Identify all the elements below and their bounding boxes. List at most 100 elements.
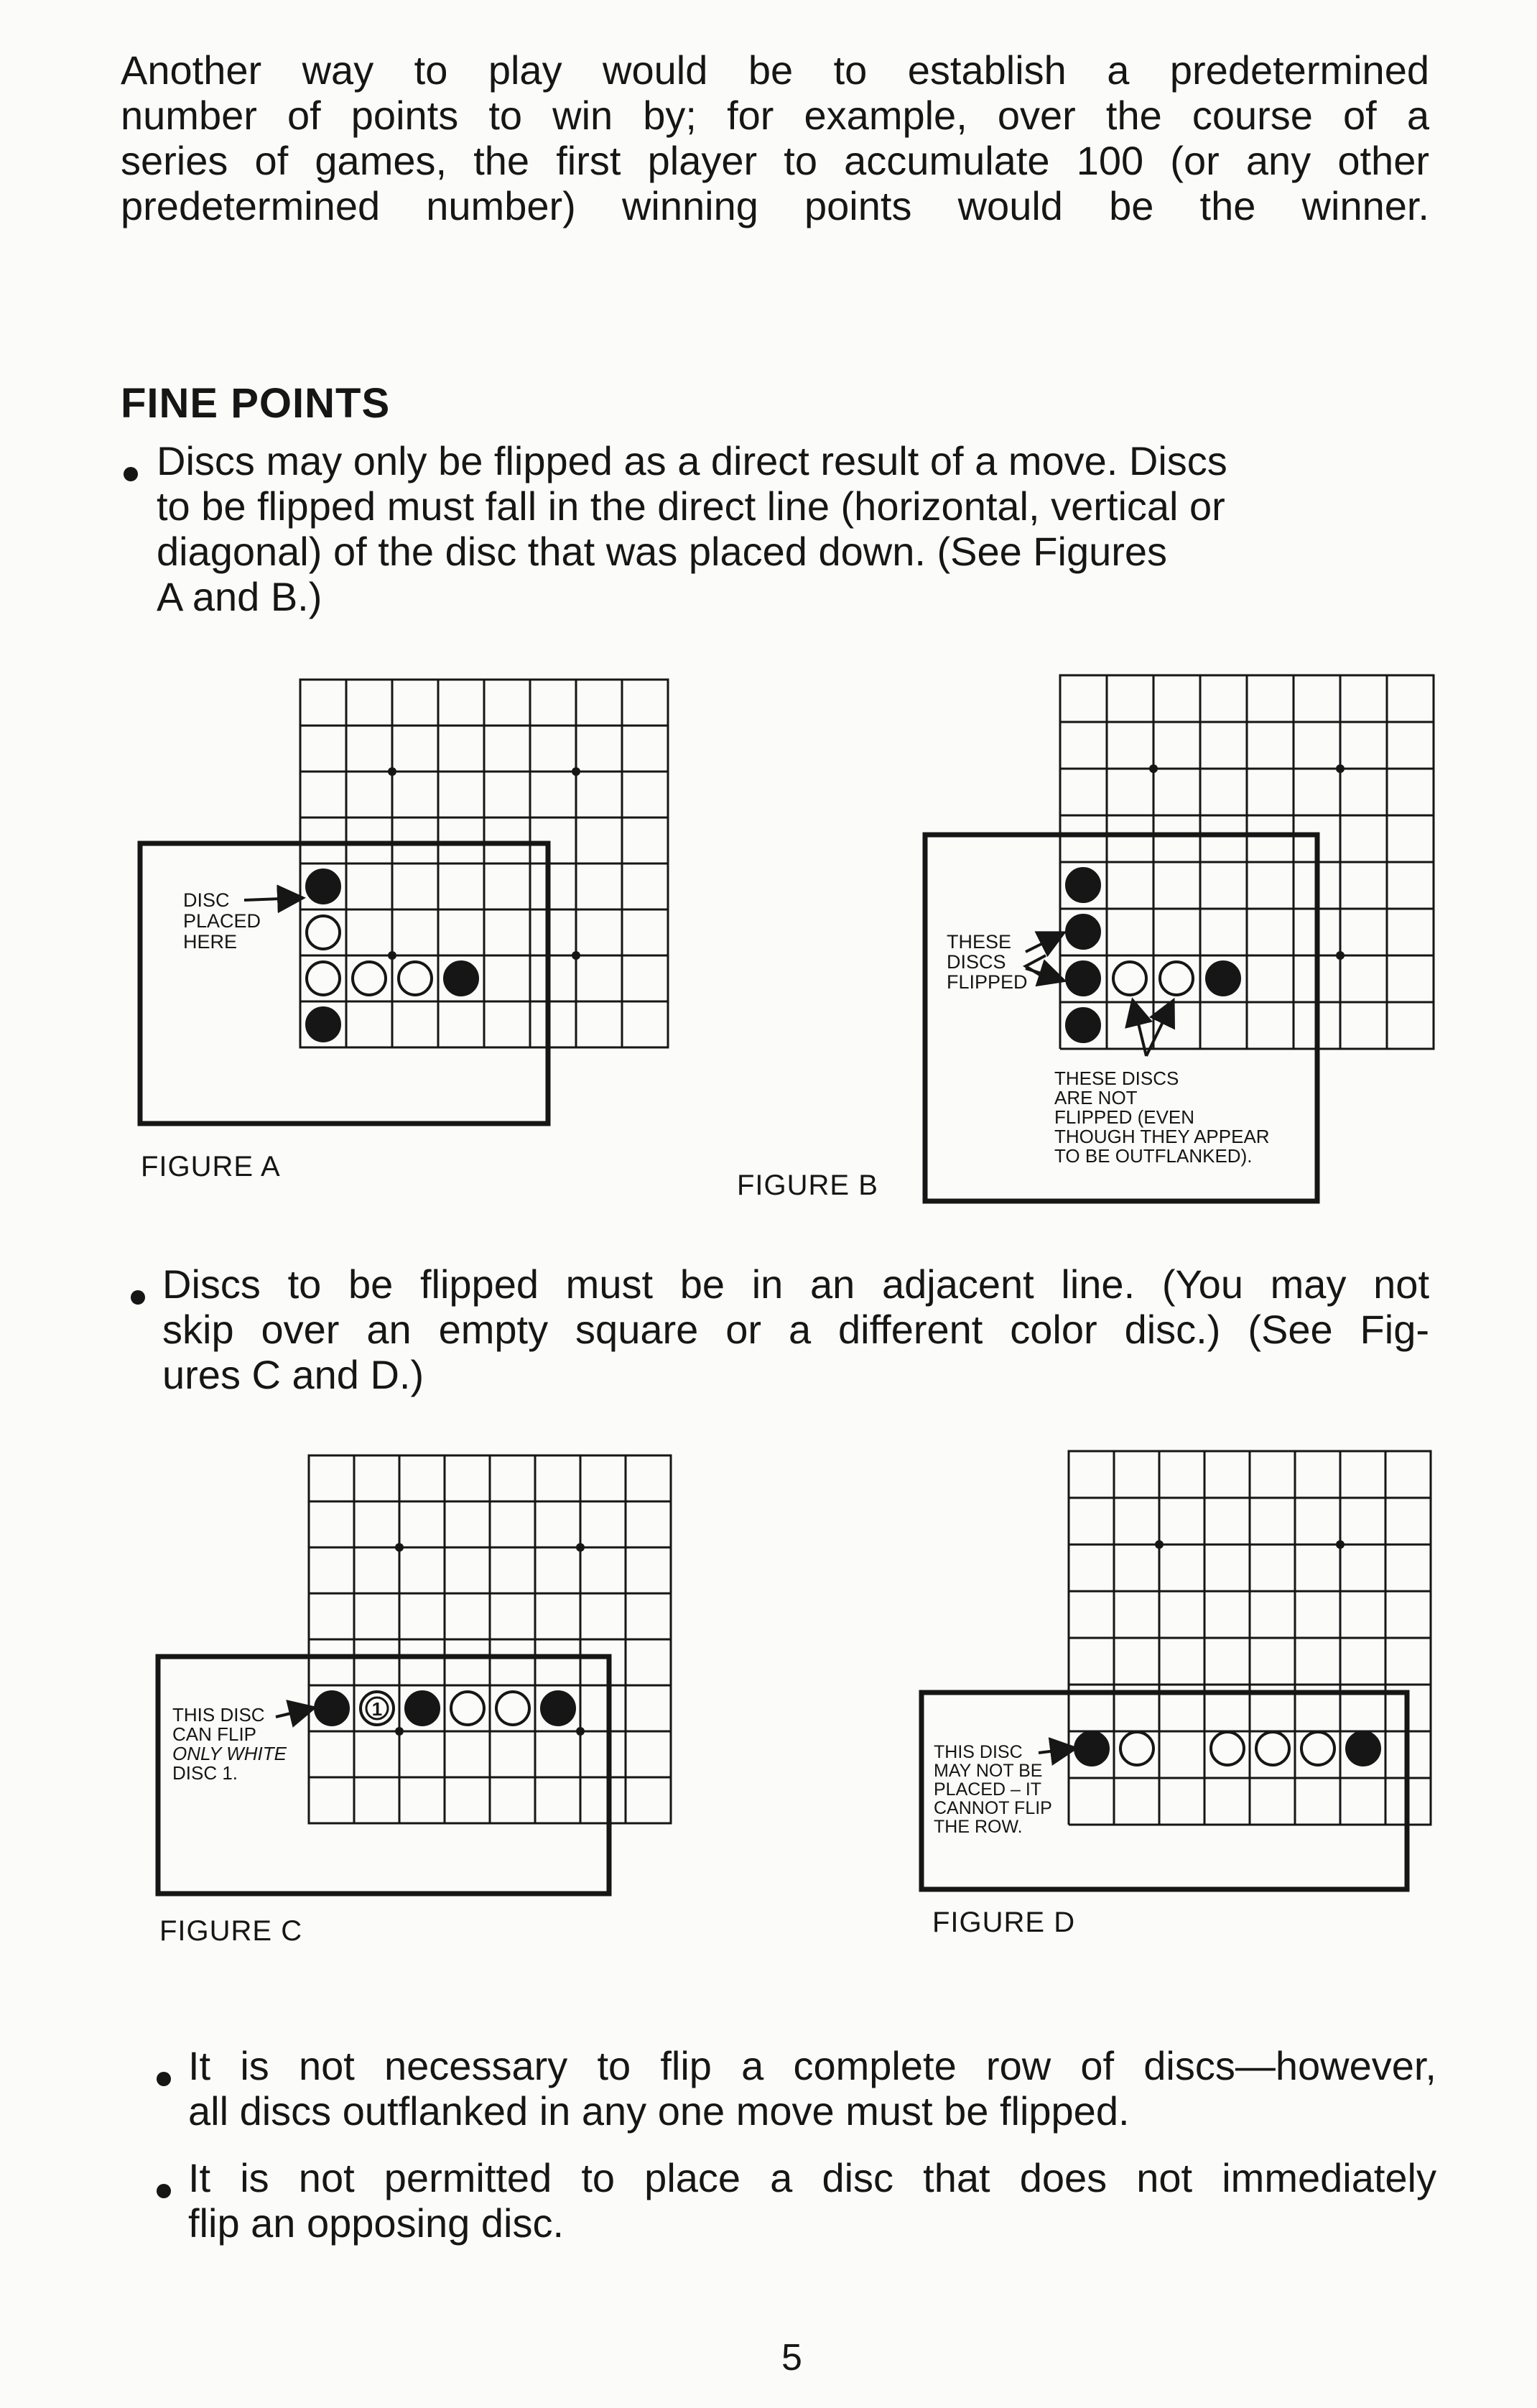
- figure-c-star-points: [395, 1543, 585, 1736]
- white-disc: [351, 960, 387, 996]
- black-disc: [305, 869, 341, 904]
- annotation-line: DISCS: [947, 951, 1006, 973]
- figure-b-frame: [922, 832, 1320, 1204]
- annotation-line: PLACED: [183, 910, 261, 932]
- white-disc: [1255, 1731, 1291, 1766]
- black-disc: [1065, 867, 1101, 903]
- intro-line: number of points to win by; for example,…: [121, 93, 1429, 138]
- figure-d-board-inside-frame: [1067, 1692, 1407, 1826]
- figure-b-annotation-flipped: THESE DISCS FLIPPED: [947, 931, 1028, 993]
- intro-line: Another way to play would be to establis…: [121, 47, 1429, 93]
- black-disc: [305, 1006, 341, 1042]
- figure-a-board-grid: [299, 678, 669, 1049]
- figure-b-arrows: [1022, 931, 1175, 1057]
- black-disc: [404, 1690, 440, 1726]
- figure-a-frame: [137, 841, 551, 1126]
- figure-c-frame: [155, 1654, 612, 1897]
- bullet1-line: A and B.): [157, 574, 322, 619]
- white-disc: [1119, 1731, 1155, 1766]
- figure-d: THIS DISC MAY NOT BE PLACED – IT CANNOT …: [919, 1450, 1432, 1892]
- annotation-line: DISC: [183, 889, 230, 911]
- figure-d-discs: [1074, 1731, 1381, 1766]
- disc-number: 1: [372, 1698, 382, 1720]
- annotation-line: THESE DISCS: [1054, 1068, 1179, 1089]
- intro-line: predetermined number) winning points wou…: [121, 183, 1429, 228]
- bullet1-line: Discs may only be flipped as a direct re…: [157, 438, 1227, 483]
- white-disc: [450, 1690, 486, 1726]
- black-disc: [540, 1690, 576, 1726]
- figure-b-discs: [1065, 867, 1241, 1043]
- white-disc: [1209, 1731, 1245, 1766]
- bullet1-line: to be flipped must fall in the direct li…: [157, 483, 1225, 529]
- bullet-icon: [157, 2184, 171, 2198]
- bullet3-line: all discs outflanked in any one move mus…: [188, 2088, 1130, 2134]
- figure-a-label: FIGURE A: [141, 1151, 281, 1182]
- annotation-line: PLACED – IT: [934, 1779, 1041, 1800]
- bullet-icon: [124, 467, 138, 481]
- white-disc: [305, 960, 341, 996]
- annotation-line: DISC 1.: [172, 1762, 238, 1784]
- bullet4-paragraph: It is not permitted to place a disc that…: [188, 2155, 1436, 2246]
- black-disc: [1345, 1731, 1381, 1766]
- annotation-line: THE ROW.: [934, 1817, 1023, 1837]
- annotation-line: TO BE OUTFLANKED).: [1054, 1145, 1252, 1167]
- black-disc: [314, 1690, 350, 1726]
- black-disc: [1065, 960, 1101, 996]
- white-disc: [495, 1690, 531, 1726]
- black-disc: [1074, 1731, 1110, 1766]
- figure-a: DISC PLACED HERE: [137, 678, 669, 1126]
- figure-b: THESE DISCS FLIPPED THESE DISCS ARE NOT …: [922, 674, 1435, 1204]
- annotation-line: THIS DISC: [934, 1742, 1023, 1762]
- bullet2-paragraph: Discs to be flipped must be in an adjace…: [162, 1261, 1429, 1397]
- black-disc: [443, 960, 479, 996]
- bullet4-line: It is not permitted to place a disc that…: [188, 2155, 1436, 2200]
- white-disc: [397, 960, 433, 996]
- figure-c-label: FIGURE C: [159, 1915, 303, 1947]
- intro-paragraph: Another way to play would be to establis…: [121, 47, 1429, 228]
- section-heading: FINE POINTS: [121, 380, 391, 427]
- bullet2-line: Discs to be flipped must be in an adjace…: [162, 1261, 1429, 1307]
- annotation-line: CANNOT FLIP: [934, 1798, 1051, 1818]
- black-disc: [1065, 914, 1101, 950]
- black-disc: [1205, 960, 1241, 996]
- bullet3-line: It is not necessary to flip a complete r…: [188, 2043, 1436, 2088]
- annotation-line: MAY NOT BE: [934, 1761, 1042, 1781]
- intro-line: series of games, the first player to acc…: [121, 138, 1429, 183]
- bullet4-line: flip an opposing disc.: [188, 2200, 565, 2246]
- white-disc: [1112, 960, 1148, 996]
- figure-b-annotation-not-flipped: THESE DISCS ARE NOT FLIPPED (EVEN THOUGH…: [1054, 1068, 1275, 1167]
- figure-a-annotation: DISC PLACED HERE: [183, 889, 266, 953]
- figure-d-frame: [919, 1690, 1410, 1892]
- annotation-line: FLIPPED: [947, 971, 1028, 993]
- annotation-line: FLIPPED (EVEN: [1054, 1106, 1194, 1128]
- figure-d-annotation: THIS DISC MAY NOT BE PLACED – IT CANNOT …: [934, 1742, 1057, 1837]
- page-number: 5: [781, 2337, 802, 2379]
- figure-c: 1 THIS DISC CAN FLIP ONLY WHITE DISC 1.: [155, 1454, 672, 1897]
- bullet3-paragraph: It is not necessary to flip a complete r…: [188, 2043, 1436, 2134]
- white-disc: [1300, 1731, 1336, 1766]
- annotation-line: THOUGH THEY APPEAR: [1054, 1126, 1270, 1147]
- bullet1-line: diagonal) of the disc that was placed do…: [157, 529, 1168, 574]
- figure-c-board-grid: [307, 1454, 672, 1825]
- annotation-line: HERE: [183, 931, 237, 953]
- figure-d-label: FIGURE D: [932, 1907, 1076, 1938]
- figure-a-arrow: [243, 884, 306, 914]
- figure-c-discs: [314, 1690, 576, 1726]
- figure-a-discs: [305, 869, 479, 1042]
- black-disc: [1065, 1007, 1101, 1043]
- bullet-icon: [157, 2072, 171, 2086]
- annotation-line: THIS DISC: [172, 1704, 265, 1726]
- figure-b-label: FIGURE B: [737, 1170, 878, 1201]
- figure-a-star-points: [388, 767, 580, 960]
- annotation-line: CAN FLIP: [172, 1723, 256, 1745]
- bullet-icon: [131, 1290, 145, 1305]
- bullet1-paragraph: Discs may only be flipped as a direct re…: [157, 438, 1429, 619]
- annotation-line: ARE NOT: [1054, 1087, 1138, 1108]
- figure-d-arrow: [1038, 1737, 1079, 1766]
- white-disc: [1158, 960, 1194, 996]
- bullet2-line: skip over an empty square or a different…: [162, 1307, 1429, 1352]
- figure-c-annotation: THIS DISC CAN FLIP ONLY WHITE DISC 1.: [172, 1704, 292, 1784]
- annotation-line: ONLY WHITE: [172, 1743, 287, 1764]
- annotation-line: THESE: [947, 931, 1011, 953]
